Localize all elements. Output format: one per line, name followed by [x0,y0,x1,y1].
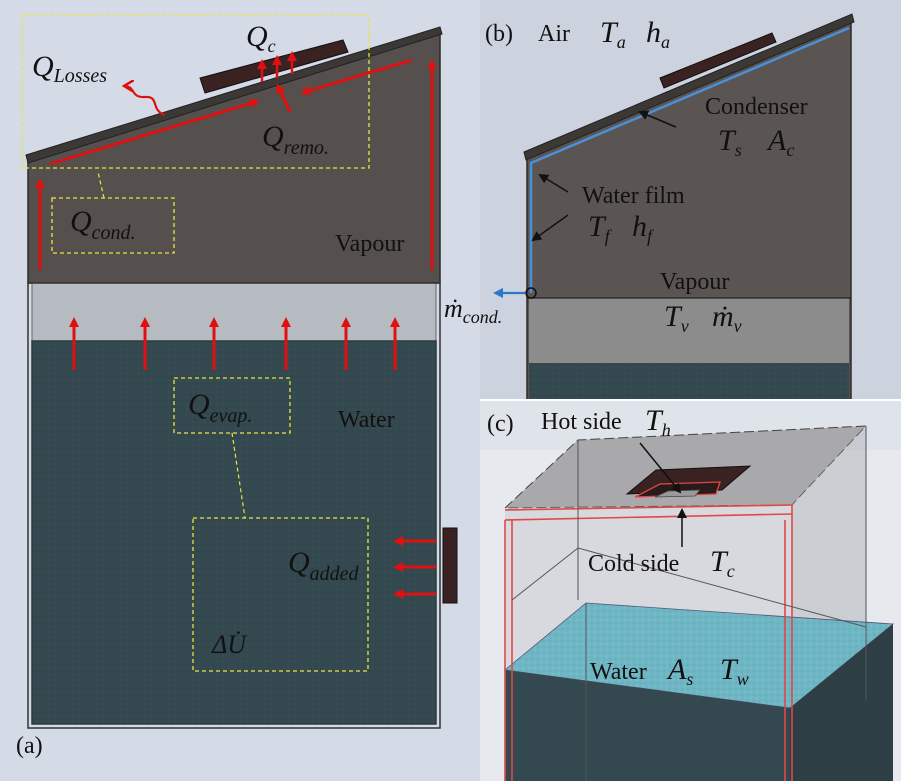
panel-c [480,400,901,781]
arrow-q-losses [124,86,166,117]
arrow-along-cover [49,98,260,166]
heat-added-arrows [393,536,436,599]
label-delta-u: ΔU̇ [212,630,247,659]
label-cold-side: Cold side [588,551,680,577]
arrow-q-remo [276,83,292,113]
label-tf: Tf [588,210,610,246]
condensate-outlet [525,287,537,299]
label-m-cond: ṁcond. [444,294,503,327]
water-film-line [529,26,850,293]
panel-b [480,0,901,401]
label-as: As [668,653,694,689]
water-body-c [505,670,790,781]
label-condenser: Condenser [705,94,808,120]
glass-cover [25,26,443,164]
label-ha: ha [646,16,670,52]
label-q-losses: QLosses [32,50,108,87]
label-th: Th [645,404,671,440]
callout-box-condenser [21,14,370,169]
label-ac: Ac [768,124,795,160]
label-hf: hf [632,210,653,246]
side-heater [442,527,458,604]
label-air: Air [538,21,570,47]
label-q-remo: Qremo. [262,120,330,159]
air-gap [31,282,437,342]
callout-box-q-evap [173,377,291,434]
arrow-along-cover-down [300,58,413,96]
frame-c [504,504,793,781]
water-body [31,340,437,725]
label-vapour-b: Vapour [660,269,730,295]
label-tw: Tw [720,653,749,689]
label-vapour-a: Vapour [335,231,405,257]
callout-box-q-cond [51,197,175,254]
panel-b-tag: (b) [485,21,513,47]
label-hot-side: Hot side [541,409,622,435]
label-ts: Ts [718,124,742,160]
evaporation-arrows [69,317,400,370]
label-q-evap: Qevap. [188,388,253,427]
panel-a [21,14,458,729]
panel-a-tag: (a) [16,733,43,759]
panel-c-tag: (c) [487,411,514,437]
callout-box-control-volume [192,517,369,672]
label-q-c: Qc [246,20,276,56]
label-water-film: Water film [582,183,685,209]
tec-module-b [659,32,777,89]
label-water-c: Water [590,659,647,685]
label-q-added: Qadded [288,546,359,585]
label-ta: Ta [600,16,626,52]
label-q-cond: Qcond. [70,205,136,244]
label-water-a: Water [338,407,395,433]
label-tv: Tv [664,300,689,336]
label-mv: ṁv [712,300,742,336]
label-tc: Tc [710,545,735,581]
glass-cover-b [523,13,855,161]
